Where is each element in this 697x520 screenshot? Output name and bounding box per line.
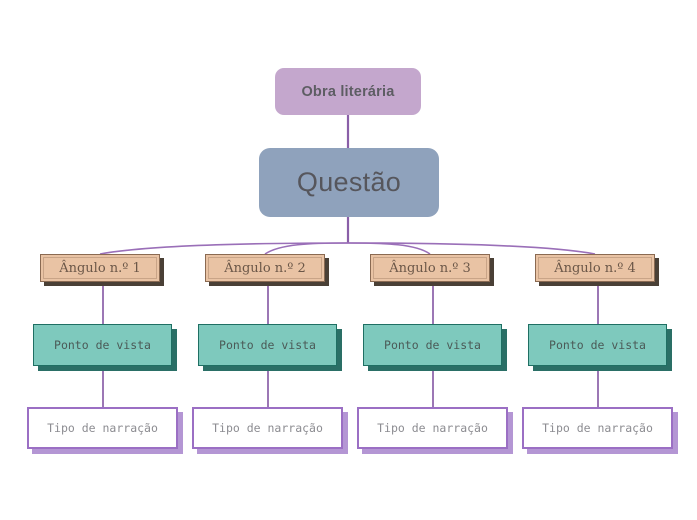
- node-ponto-de-vista-2[interactable]: Ponto de vista: [198, 324, 337, 366]
- node-obra-literaria[interactable]: Obra literária: [275, 68, 421, 115]
- node-tipo-de-narracao-1[interactable]: Tipo de narração: [27, 407, 178, 449]
- node-angulo-2[interactable]: Ângulo n.º 2: [205, 254, 325, 282]
- connector-fan-angle-2: [264, 242, 349, 255]
- node-angulo-1[interactable]: Ângulo n.º 1: [40, 254, 160, 282]
- node-angulo-4-label: Ângulo n.º 4: [554, 260, 636, 276]
- node-tipo-de-narracao-2-label: Tipo de narração: [212, 421, 323, 435]
- node-questao[interactable]: Questão: [259, 148, 439, 217]
- node-ponto-de-vista-3[interactable]: Ponto de vista: [363, 324, 502, 366]
- connector-fan-angle-1: [99, 242, 349, 255]
- node-tipo-de-narracao-4-label: Tipo de narração: [542, 421, 653, 435]
- node-ponto-de-vista-4-label: Ponto de vista: [549, 338, 646, 352]
- node-ponto-de-vista-3-label: Ponto de vista: [384, 338, 481, 352]
- node-tipo-de-narracao-3[interactable]: Tipo de narração: [357, 407, 508, 449]
- node-tipo-de-narracao-3-label: Tipo de narração: [377, 421, 488, 435]
- node-angulo-1-label: Ângulo n.º 1: [59, 260, 141, 276]
- node-obra-literaria-label: Obra literária: [301, 83, 395, 100]
- connector-fan-angle-3: [347, 242, 431, 255]
- node-tipo-de-narracao-4[interactable]: Tipo de narração: [522, 407, 673, 449]
- node-angulo-4[interactable]: Ângulo n.º 4: [535, 254, 655, 282]
- node-tipo-de-narracao-1-label: Tipo de narração: [47, 421, 158, 435]
- node-ponto-de-vista-4[interactable]: Ponto de vista: [528, 324, 667, 366]
- node-angulo-3[interactable]: Ângulo n.º 3: [370, 254, 490, 282]
- node-questao-label: Questão: [296, 167, 402, 197]
- node-ponto-de-vista-2-label: Ponto de vista: [219, 338, 316, 352]
- node-angulo-2-label: Ângulo n.º 2: [224, 260, 306, 276]
- node-ponto-de-vista-1-label: Ponto de vista: [54, 338, 151, 352]
- connector-fan-angle-4: [347, 242, 596, 255]
- node-tipo-de-narracao-2[interactable]: Tipo de narração: [192, 407, 343, 449]
- node-angulo-3-label: Ângulo n.º 3: [389, 260, 471, 276]
- node-ponto-de-vista-1[interactable]: Ponto de vista: [33, 324, 172, 366]
